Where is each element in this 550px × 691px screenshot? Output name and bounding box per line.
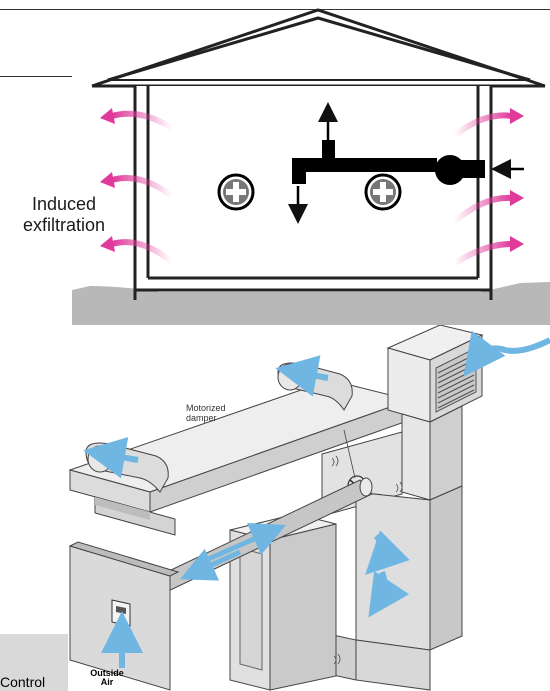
ventilation-system-diagram [68, 325, 550, 691]
control-caption-box [0, 634, 68, 691]
motorized-damper-label: Motorized damper [186, 403, 226, 423]
airflow-curl-icons [331, 455, 403, 665]
airflow-arrows [83, 330, 550, 668]
induced-exfiltration-label: Induced exfiltration [14, 194, 114, 236]
side-rule [0, 76, 72, 77]
exfiltration-arrows-right [452, 108, 524, 267]
exfiltration-arrows-left [100, 108, 174, 265]
outside-air-text: Outside Air [90, 668, 124, 687]
induced-exfiltration-text: Induced exfiltration [22, 194, 106, 235]
plus-circle-icon [364, 173, 402, 211]
control-caption: Control [0, 674, 46, 690]
wall-switch-icon [111, 599, 131, 627]
air-handler-cabinet [229, 513, 337, 691]
plus-circle-icon [217, 173, 255, 211]
house-walls [133, 86, 493, 300]
ground [72, 282, 550, 325]
fan-icon [435, 155, 485, 185]
outside-air-label: Outside Air [82, 669, 132, 687]
supply-duct [288, 102, 437, 224]
roof [91, 8, 546, 88]
louver-grille-icon [386, 325, 484, 423]
house-pressurization-diagram [72, 8, 550, 325]
motorized-damper-text: Motorized damper [186, 403, 226, 423]
top-rule [0, 9, 550, 10]
